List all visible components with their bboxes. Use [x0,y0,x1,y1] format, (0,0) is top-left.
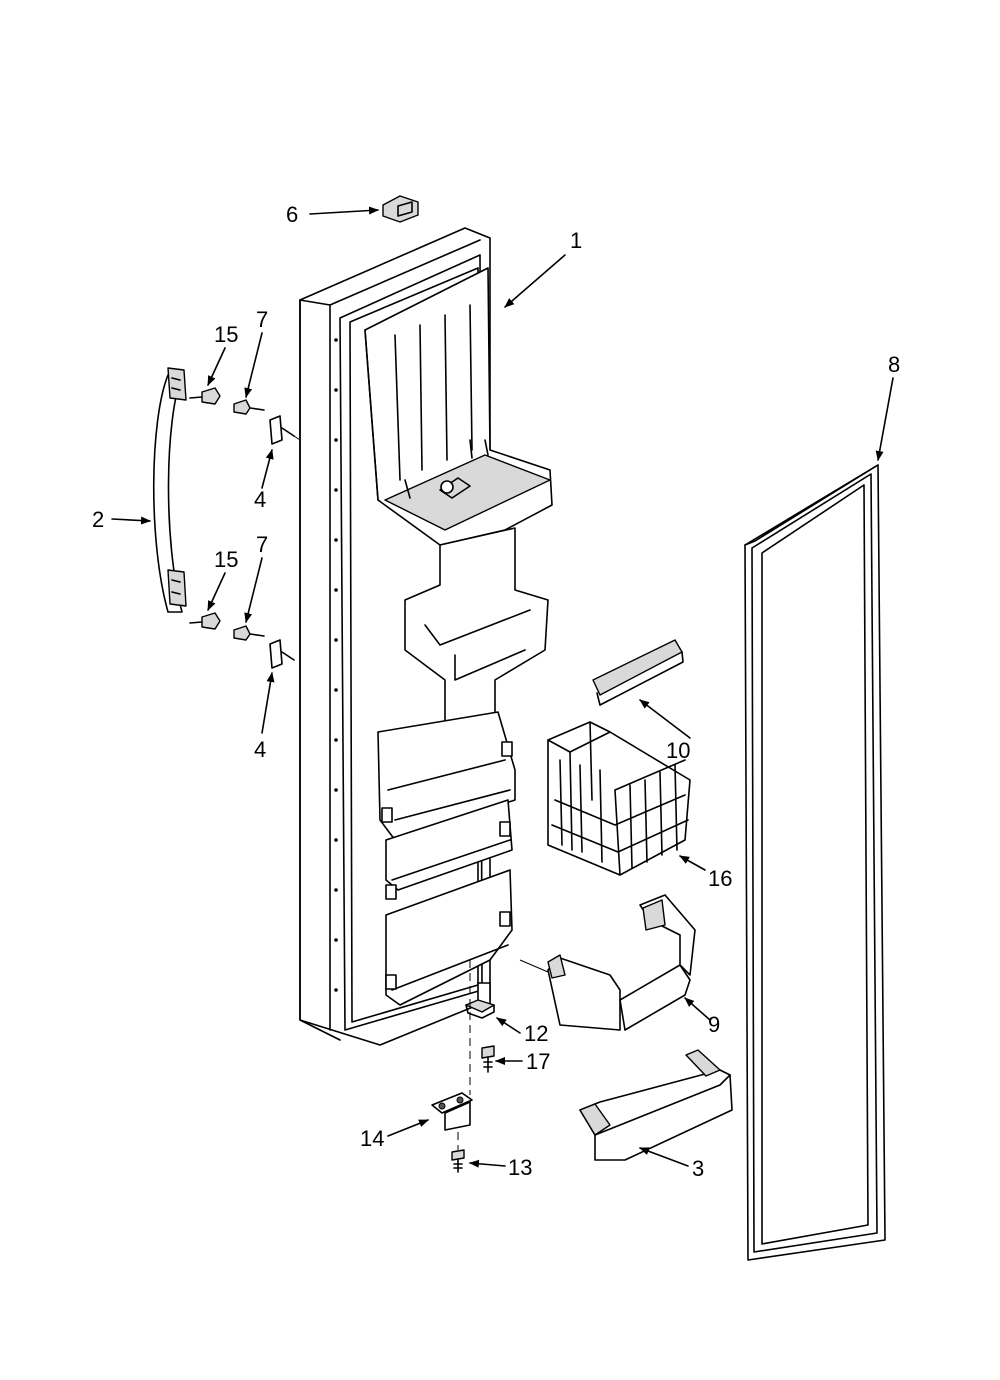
callout-10: 10 [666,738,690,763]
screw-17-part [481,1045,495,1073]
handle-part [152,367,187,613]
clip-upper-part [269,415,295,445]
screw-upper-part [233,399,265,415]
callout-8: 8 [888,352,900,377]
callout-3: 3 [692,1156,704,1181]
callout-14: 14 [360,1126,384,1151]
clip-lower-part [269,639,295,669]
wire-basket-part [547,721,691,876]
clip-guide-line-upper [293,435,301,441]
callout-2: 2 [92,507,104,532]
screw-lower-part [233,625,265,641]
callout-9: 9 [708,1012,720,1037]
callout-15-upper: 15 [214,322,238,347]
handle-screw-lower-part [189,612,221,630]
callout-labels: 6 1 15 7 8 4 2 15 7 4 10 16 9 12 17 14 1… [92,202,900,1181]
callout-6: 6 [286,202,298,227]
callout-12: 12 [524,1021,548,1046]
handle-screw-upper-part [189,387,221,405]
gasket-part [744,464,886,1261]
callout-13: 13 [508,1155,532,1180]
door-bin-bottom-part [579,1049,733,1161]
callout-17: 17 [526,1049,550,1074]
callout-4-lower: 4 [254,737,266,762]
liner-rivets [334,338,338,992]
shelf-trim-part [592,639,684,706]
callout-1: 1 [570,228,582,253]
callout-4-upper: 4 [254,487,266,512]
callout-16: 16 [708,866,732,891]
hinge-part [431,1092,473,1131]
door-liner-part [299,227,553,1046]
hinge-screw-part [451,1149,465,1173]
top-cap-part [382,195,419,223]
leader-lines [111,206,894,1168]
callout-15-lower: 15 [214,547,238,572]
callout-7-lower: 7 [256,532,268,557]
hinge-pin-part [465,982,495,1019]
ice-bin-bracket-part [547,894,696,1031]
callout-7-upper: 7 [256,307,268,332]
bracket-guide-line [519,959,549,973]
hinge-center-line [457,960,471,1150]
